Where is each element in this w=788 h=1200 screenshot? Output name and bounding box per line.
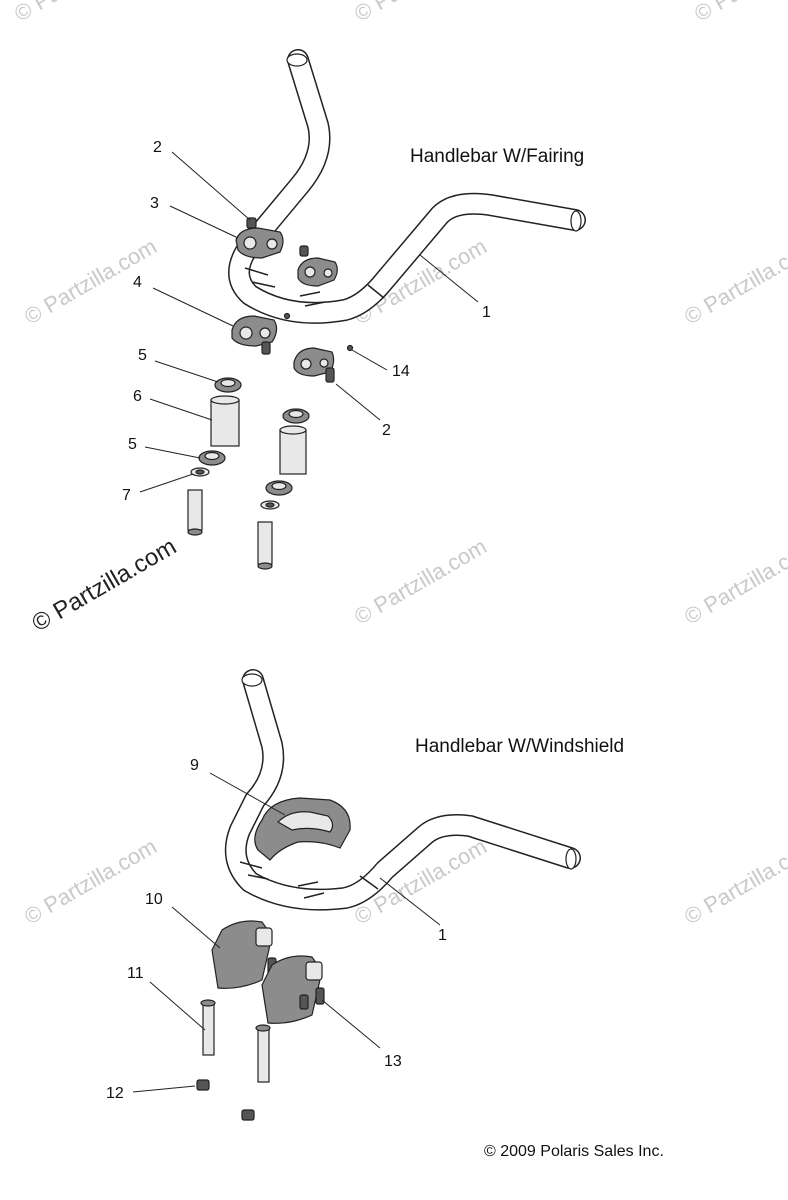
top-diagram-title: Handlebar W/Fairing bbox=[410, 146, 584, 167]
watermark-text: © Partzilla.com bbox=[680, 234, 788, 330]
callout-label: 2 bbox=[153, 139, 162, 156]
watermark-text: © Partzilla.com bbox=[350, 534, 491, 630]
bottom-diagram-title: Handlebar W/Windshield bbox=[415, 736, 624, 757]
callout-label: 1 bbox=[482, 304, 491, 321]
riser-stack-right bbox=[257, 408, 310, 570]
bottom-diagram: Handlebar W/Windshield bbox=[106, 669, 624, 1121]
callout-label: 13 bbox=[384, 1053, 402, 1070]
callout-label: 4 bbox=[133, 274, 142, 291]
riser-block-left bbox=[211, 920, 277, 989]
upper-clamp-left bbox=[235, 217, 284, 259]
watermarks: © Partzilla.com © Partzilla.com © Partzi… bbox=[10, 0, 788, 929]
riser-bolts bbox=[196, 999, 271, 1121]
top-diagram: Handlebar W/Fairing bbox=[122, 49, 586, 570]
upper-clamp-right bbox=[297, 245, 338, 287]
watermark-text: © Partzilla.com bbox=[680, 834, 788, 930]
watermark-text: © Partzilla.com bbox=[10, 0, 151, 26]
handlebar-windshield bbox=[224, 669, 581, 911]
windshield-mount bbox=[254, 797, 351, 861]
copyright-notice: © 2009 Polaris Sales Inc. bbox=[484, 1143, 664, 1160]
watermark-text: © Partzilla.com bbox=[690, 0, 788, 26]
callout-label: 12 bbox=[106, 1085, 124, 1102]
watermark-text: © Partzilla.com bbox=[20, 834, 161, 930]
callout-label: 6 bbox=[133, 388, 142, 405]
lower-clamp-right bbox=[293, 344, 354, 383]
watermark-text: © Partzilla.com bbox=[350, 0, 491, 26]
watermark-strong-text: © Partzilla.com bbox=[28, 533, 182, 637]
riser-block-right bbox=[261, 955, 325, 1024]
callout-label: 10 bbox=[145, 891, 163, 908]
watermark-text: © Partzilla.com bbox=[680, 534, 788, 630]
callout-label: 11 bbox=[127, 965, 144, 982]
handlebar-fairing bbox=[228, 49, 586, 324]
callout-label: 2 bbox=[382, 422, 391, 439]
callout-label: 5 bbox=[128, 436, 137, 453]
callout-label: 9 bbox=[190, 757, 199, 774]
callout-label: 3 bbox=[150, 195, 159, 212]
callout-label: 1 bbox=[438, 927, 447, 944]
lower-clamp-left bbox=[231, 312, 291, 355]
callout-label: 5 bbox=[138, 347, 147, 364]
callout-label: 7 bbox=[122, 487, 131, 504]
riser-stack-left bbox=[187, 377, 242, 536]
callout-label: 14 bbox=[392, 363, 410, 380]
